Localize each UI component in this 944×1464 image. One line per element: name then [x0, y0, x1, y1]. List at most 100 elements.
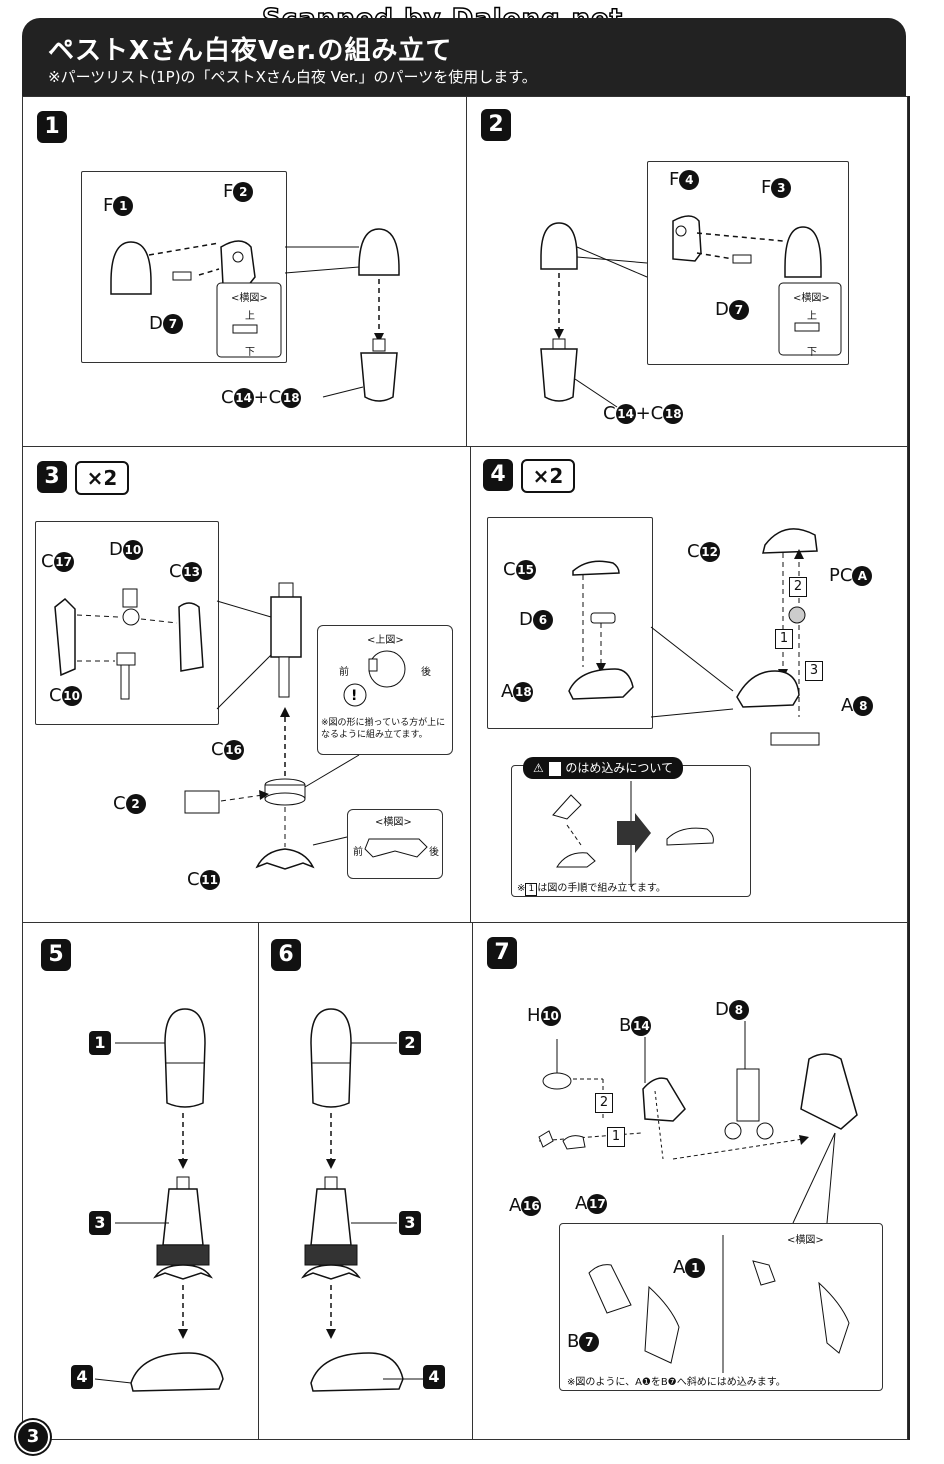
warning-note-text: は図の手順で組み立てます。 — [537, 883, 666, 894]
side-view-label: <横図> — [793, 293, 830, 304]
label-C14-circle: 14 — [233, 388, 254, 408]
label-A8-letter: A — [841, 695, 854, 716]
label-A17-letter: A — [575, 1193, 588, 1214]
top-view-note: ※図の形に揃っている方が上になるように組み立てます。 — [321, 718, 446, 740]
front-label-2: 前 — [353, 847, 363, 858]
up-label: 上 — [245, 311, 255, 322]
step-7-number: 7 — [487, 937, 517, 969]
page-header: ペストXさん白夜Ver.の組み立て ※パーツリスト(1P)の「ペストXさん白夜 … — [22, 18, 906, 96]
warning-note-mark: ※ — [517, 883, 526, 894]
label-C10-letter: C — [49, 685, 62, 706]
step-4-number: 4 — [483, 459, 513, 491]
warning-note-box: 1 — [525, 883, 538, 896]
label-A18-circle: 18 — [513, 682, 534, 702]
side-view-label: <横図> — [231, 293, 268, 304]
step-6-number: 6 — [271, 939, 301, 971]
warning-title-bar: ⚠ 1 のはめ込みについて — [523, 757, 684, 779]
label-PCA-letter: PC — [829, 565, 853, 586]
label-A16-letter: A — [509, 1195, 522, 1216]
front-label: 前 — [339, 667, 349, 678]
label-C17-letter: C — [41, 551, 54, 572]
label-D8-letter: D — [715, 999, 729, 1020]
label-C14-letter: C — [221, 387, 234, 408]
label-B14-circle: 14 — [631, 1016, 652, 1036]
step-1-number: 1 — [37, 111, 67, 143]
label-B7-letter: B — [567, 1331, 580, 1352]
step-2-number: 2 — [481, 109, 511, 141]
label-A1-circle: 1 — [685, 1258, 706, 1278]
warning-title: のはめ込みについて — [565, 761, 674, 775]
label-A18-letter: A — [501, 681, 514, 702]
order-box-2: 2 — [789, 577, 807, 597]
label-C18-letter: C — [268, 387, 282, 408]
step-5-number: 5 — [41, 939, 71, 971]
label-D6-letter: D — [519, 609, 533, 630]
label-PCA-circle: A — [852, 566, 873, 586]
label-C18-circle: 18 — [663, 404, 684, 424]
side-view-label: <横図> — [375, 817, 412, 828]
back-label-2: 後 — [429, 847, 439, 858]
step-5-panel: 5 1 3 4 — [22, 922, 260, 1440]
label-C14-letter: C — [603, 403, 616, 424]
page-number: 3 — [16, 1420, 50, 1454]
ref-step-2: 2 — [399, 1031, 421, 1055]
step-3-multiplier: ×2 — [75, 461, 129, 495]
order-box-2: 2 — [595, 1093, 613, 1113]
down-label: 下 — [807, 347, 817, 358]
step-5-drawing — [94, 1008, 224, 1392]
plus-sign: + — [253, 387, 269, 408]
label-B7-circle: 7 — [579, 1332, 600, 1352]
ref-step-4: 4 — [423, 1365, 445, 1389]
label-D10-letter: D — [109, 539, 123, 560]
step-7-drawing — [538, 1021, 858, 1373]
label-C15-circle: 15 — [515, 560, 536, 580]
label-D7-circle: 7 — [162, 314, 183, 334]
label-F2-letter: F — [223, 181, 234, 202]
order-box-1: 1 — [607, 1127, 625, 1147]
label-C18-circle: 18 — [281, 388, 302, 408]
label-A16-circle: 16 — [521, 1196, 542, 1216]
step-3-number: 3 — [37, 461, 67, 493]
warning-icon: ⚠ — [533, 761, 544, 775]
label-C16-letter: C — [211, 739, 224, 760]
label-A17-circle: 17 — [587, 1194, 608, 1214]
ref-step-4: 4 — [71, 1365, 93, 1389]
label-H10-circle: 10 — [540, 1006, 561, 1026]
ref-step-3: 3 — [89, 1211, 111, 1235]
label-F4-circle: 4 — [679, 170, 700, 190]
label-C11-circle: 11 — [199, 870, 220, 890]
label-A1-letter: A — [673, 1257, 686, 1278]
step-4-drawing — [552, 528, 820, 887]
label-C17-circle: 17 — [53, 552, 74, 572]
warning-step-box: 1 — [547, 761, 562, 777]
label-B14-letter: B — [619, 1015, 632, 1036]
label-C11-letter: C — [187, 869, 200, 890]
plus-sign: + — [635, 403, 651, 424]
ref-step-1: 1 — [89, 1031, 111, 1055]
label-C10-circle: 10 — [61, 686, 82, 706]
label-D6-circle: 6 — [532, 610, 553, 630]
